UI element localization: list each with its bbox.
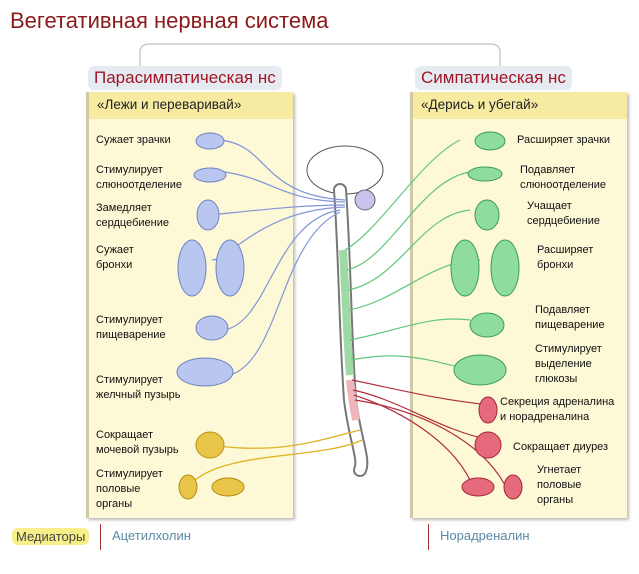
- uterus-icon: [461, 477, 495, 497]
- effect-label: Сокращает диурез: [513, 441, 609, 453]
- sympathetic-title: Симпатическая нс: [415, 66, 572, 90]
- parasympathetic-organs: [176, 132, 245, 387]
- sacral-nerves: [189, 429, 363, 486]
- divider: [428, 524, 429, 550]
- mediators-label: Медиаторы: [12, 528, 90, 545]
- divider: [100, 524, 101, 550]
- sympathetic-organs: [450, 131, 520, 386]
- uterus-icon: [211, 477, 245, 497]
- stomach-icon: [195, 315, 229, 341]
- adrenal-organs: [461, 396, 523, 500]
- parasympathetic-panel: «Лежи и переваривай»: [86, 92, 293, 518]
- adrenal-icon: [478, 396, 498, 424]
- bracket-line: [139, 43, 501, 68]
- male-organs-icon: [178, 474, 198, 500]
- liver-icon: [176, 357, 234, 387]
- heart-icon: [196, 199, 220, 231]
- lung-left-icon: [177, 239, 207, 297]
- liver-icon: [453, 354, 507, 386]
- page-title: Вегетативная нервная система: [10, 8, 329, 33]
- sympathetic-motto: «Дерись и убегай»: [413, 92, 627, 119]
- effect-label: Сужает зрачки: [96, 134, 171, 146]
- effect-label: Расширяет зрачки: [517, 134, 611, 146]
- bladder-icon: [474, 431, 502, 459]
- adrenal-nerves: [351, 379, 506, 486]
- parasympathetic-title: Парасимпатическая нс: [88, 66, 282, 90]
- parasympathetic-motto: «Лежи и переваривай»: [89, 92, 293, 119]
- salivary-gland-icon: [467, 166, 503, 182]
- bladder-icon: [195, 431, 225, 459]
- acetylcholine-label: Ацетилхолин: [112, 528, 191, 543]
- lung-right-icon: [215, 239, 245, 297]
- lung-left-icon: [450, 239, 480, 297]
- stomach-icon: [469, 312, 505, 338]
- heart-icon: [474, 199, 500, 231]
- eye-icon: [474, 131, 506, 151]
- male-organs-icon: [503, 474, 523, 500]
- eye-icon: [195, 132, 225, 150]
- sympathetic-panel: «Дерись и убегай»: [410, 92, 627, 518]
- noradrenaline-label: Норадреналин: [440, 528, 530, 543]
- cerebellum-icon: [354, 189, 376, 211]
- salivary-gland-icon: [193, 167, 227, 183]
- sacral-organs: [178, 431, 245, 500]
- lung-right-icon: [490, 239, 520, 297]
